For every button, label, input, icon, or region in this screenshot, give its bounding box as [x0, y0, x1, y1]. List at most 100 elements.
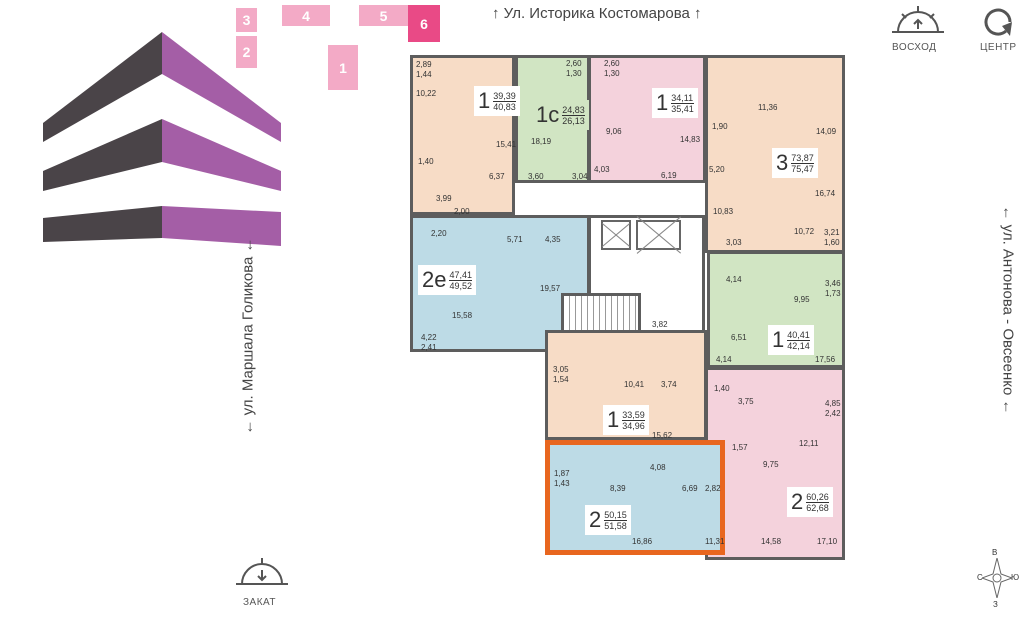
center-label: ЦЕНТР — [980, 42, 1017, 53]
room-area: 3,03 — [726, 238, 742, 247]
apartment-total-area: 34,96 — [622, 420, 645, 431]
apartment-total-area: 75,47 — [791, 163, 814, 174]
apartment-1-39[interactable] — [410, 55, 515, 215]
room-area: 3,74 — [661, 380, 677, 389]
street-right-label: ул. Антонова - Овсеенко — [999, 224, 1017, 396]
room-area: 4,85 — [825, 399, 841, 408]
room-area: 16,86 — [632, 537, 653, 546]
apartment-living-area: 33,59 — [622, 409, 645, 421]
room-area: 11,31 — [705, 537, 725, 546]
room-area: 2,60 — [604, 59, 620, 68]
room-area: 3,05 — [553, 365, 569, 374]
apartment-rooms: 1 — [607, 407, 620, 432]
apartment-living-area: 39,39 — [493, 90, 516, 102]
room-area: 1,57 — [732, 443, 748, 452]
room-area: 2,42 — [825, 409, 841, 418]
room-area: 6,69 — [682, 484, 698, 493]
elevator-icon — [601, 220, 631, 250]
street-top-label: Ул. Историка Костомарова — [503, 5, 690, 22]
room-area: 3,46 — [825, 279, 841, 288]
room-area: 3,99 — [436, 194, 452, 203]
apartment-living-area: 34,11 — [671, 92, 694, 104]
room-area: 9,75 — [763, 460, 779, 469]
building-marker-6[interactable]: 6 — [408, 5, 440, 42]
apartment-total-area: 40,83 — [493, 101, 516, 112]
sunrise-icon — [892, 6, 944, 33]
apartment-rooms: 2е — [422, 267, 447, 292]
room-area: 15,41 — [496, 140, 517, 149]
elevator-icon — [636, 220, 681, 250]
compass-south: З — [993, 600, 998, 609]
center-direction-icon[interactable] — [984, 4, 1014, 38]
room-area: 5,20 — [709, 165, 725, 174]
sunset-icon — [236, 558, 288, 585]
room-area: 4,08 — [650, 463, 666, 472]
room-area: 1,60 — [824, 238, 840, 247]
room-area: 17,56 — [815, 355, 836, 364]
room-area: 3,60 — [528, 172, 544, 181]
room-area: 4,14 — [726, 275, 742, 284]
room-area: 2,00 — [454, 207, 470, 216]
room-area: 10,41 — [624, 380, 645, 389]
apartment-living-area: 73,87 — [791, 152, 814, 164]
room-area: 1,44 — [416, 70, 432, 79]
building-marker-5[interactable]: 5 — [359, 5, 408, 26]
sunset-label: ЗАКАТ — [243, 597, 277, 608]
room-area: 1,43 — [554, 479, 570, 488]
room-area: 10,22 — [416, 89, 437, 98]
room-area: 4,14 — [716, 355, 732, 364]
room-area: 8,39 — [610, 484, 626, 493]
compass-icon — [982, 558, 1012, 598]
compass-rose: В С Ю З — [977, 548, 1020, 612]
apartment-rooms: 2 — [589, 507, 602, 532]
building-marker-1[interactable]: 1 — [328, 45, 358, 90]
room-area: 2,82 — [705, 484, 721, 493]
street-top: ↑ Ул. Историка Костомарова ↑ — [492, 5, 702, 22]
room-area: 15,58 — [452, 311, 473, 320]
room-area: 17,10 — [817, 537, 838, 546]
room-area: 6,37 — [489, 172, 505, 181]
room-area: 3,21 — [824, 228, 840, 237]
room-area: 14,09 — [816, 127, 837, 136]
street-left: ← ул. Маршала Голикова ← — [239, 237, 257, 435]
room-area: 14,58 — [761, 537, 782, 546]
building-marker-4[interactable]: 4 — [282, 5, 330, 26]
room-area: 4,03 — [594, 165, 610, 174]
room-area: 9,95 — [794, 295, 810, 304]
compass-east: Ю — [1011, 573, 1020, 582]
apartment-living-area: 60,26 — [806, 491, 829, 503]
apartment-1-34[interactable] — [588, 55, 706, 183]
floor-plan — [410, 55, 845, 560]
room-area: 4,22 — [421, 333, 437, 342]
room-area: 1,30 — [604, 69, 620, 78]
apartment-living-area: 50,15 — [604, 509, 627, 521]
apartment-total-area: 26,13 — [562, 115, 585, 126]
apartment-2-50-selected[interactable] — [545, 440, 725, 555]
street-right: ← ул. Антонова - Овсеенко ← — [999, 205, 1017, 415]
compass-north: В — [992, 548, 998, 557]
apartment-total-area: 62,68 — [806, 502, 829, 513]
room-area: 9,06 — [606, 127, 622, 136]
room-area: 3,75 — [738, 397, 754, 406]
room-area: 3,82 — [652, 320, 668, 329]
room-area: 4,35 — [545, 235, 561, 244]
building-marker-2[interactable]: 2 — [236, 36, 257, 68]
sunrise-label: ВОСХОД — [892, 42, 937, 53]
room-area: 10,83 — [713, 207, 734, 216]
apartment-total-area: 42,14 — [787, 340, 810, 351]
room-area: 2,41 — [421, 343, 437, 352]
room-area: 12,11 — [799, 439, 819, 448]
building-marker-3[interactable]: 3 — [236, 8, 257, 32]
apartment-total-area: 49,52 — [449, 280, 473, 291]
room-area: 1,90 — [712, 122, 728, 131]
room-area: 1,73 — [825, 289, 841, 298]
apartment-rooms: 1 — [478, 88, 491, 113]
room-area: 10,72 — [794, 227, 815, 236]
room-area: 3,04 — [572, 172, 588, 181]
apartment-rooms: 3 — [776, 150, 789, 175]
